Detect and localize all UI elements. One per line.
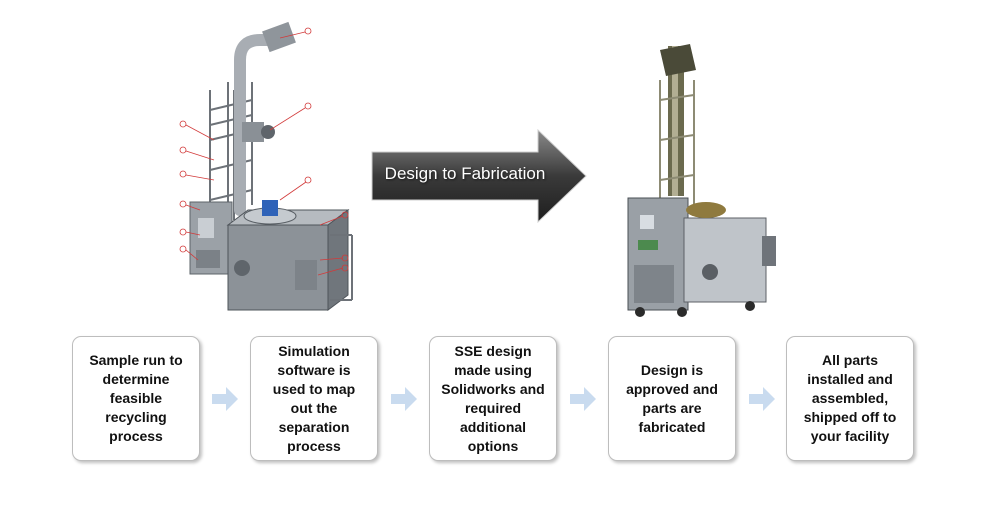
- step-3-text: SSE design made using Solidworks and req…: [441, 342, 545, 454]
- step-arrow-icon: [212, 387, 238, 411]
- step-arrow-icon: [391, 387, 417, 411]
- design-to-fabrication-label: Design to Fabrication: [384, 164, 546, 183]
- step-5-box: All parts installed and assembled, shipp…: [786, 336, 914, 461]
- step-3-box: SSE design made using Solidworks and req…: [429, 336, 557, 461]
- cad-model-illustration: [179, 21, 353, 311]
- step-arrow-icon: [570, 387, 596, 411]
- step-1-text: Sample run to determine feasible recycli…: [89, 352, 183, 444]
- step-arrow-icon: [749, 387, 775, 411]
- step-2-box: Simulation software is used to map out t…: [250, 336, 378, 461]
- step-4-text: Design is approved and parts are fabrica…: [626, 361, 718, 435]
- step-2-text: Simulation software is used to map out t…: [272, 342, 356, 454]
- step-1-box: Sample run to determine feasible recycli…: [72, 336, 200, 461]
- step-5-text: All parts installed and assembled, shipp…: [803, 352, 897, 444]
- step-4-box: Design is approved and parts are fabrica…: [608, 336, 736, 461]
- design-to-fabrication-arrow: [371, 128, 587, 224]
- fabricated-unit-illustration: [627, 44, 776, 317]
